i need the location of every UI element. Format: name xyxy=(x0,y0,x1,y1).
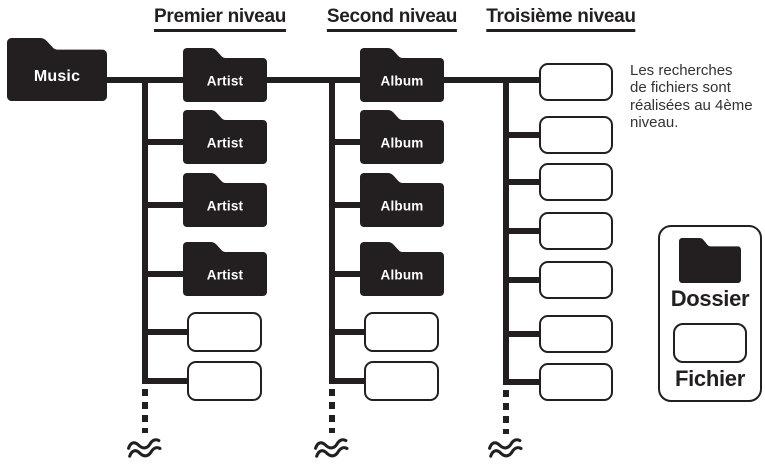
branch-line xyxy=(503,379,543,385)
folder-label: Artist xyxy=(206,267,244,283)
folder-label: Music xyxy=(33,68,81,86)
legend-box: Dossier Fichier xyxy=(658,225,762,402)
branch-line xyxy=(503,331,543,337)
note-line: niveau. xyxy=(630,114,679,132)
folder-icon xyxy=(360,110,444,164)
folder-node: Artist xyxy=(183,48,267,102)
continuation-dashed-line xyxy=(142,389,148,433)
folder-node: Artist xyxy=(183,242,267,296)
folder-label: Artist xyxy=(206,198,244,214)
folder-icon xyxy=(183,242,267,296)
note-line: de fichiers sont xyxy=(630,79,731,97)
folder-label: Artist xyxy=(206,135,244,151)
file-node xyxy=(539,363,613,401)
branch-line xyxy=(329,202,364,208)
branch-line xyxy=(142,202,187,208)
file-node xyxy=(539,116,613,154)
folder-label: Album xyxy=(380,267,424,283)
file-node xyxy=(539,261,613,299)
file-node xyxy=(187,312,262,352)
file-node xyxy=(187,361,262,401)
folder-icon xyxy=(7,38,107,101)
folder-icon xyxy=(360,242,444,296)
folder-icon xyxy=(183,110,267,164)
note-text: Les recherches de fichiers sont réalisée… xyxy=(630,62,753,132)
main-spine-line xyxy=(107,77,539,83)
trunk-line xyxy=(503,77,509,385)
break-wave-icon xyxy=(127,438,163,462)
branch-line xyxy=(329,378,368,384)
folder-icon xyxy=(679,238,741,283)
trunk-line xyxy=(329,77,335,384)
root-folder-node: Music xyxy=(7,38,107,101)
branch-line xyxy=(142,378,191,384)
trunk-line xyxy=(142,77,148,384)
branch-line xyxy=(503,228,543,234)
folder-node: Album xyxy=(360,242,444,296)
level-1-header: Premier niveau xyxy=(153,6,286,32)
break-wave-icon xyxy=(488,438,524,462)
branch-line xyxy=(142,271,187,277)
branch-line xyxy=(142,329,191,335)
folder-node: Album xyxy=(360,48,444,102)
folder-label: Album xyxy=(380,73,424,89)
legend-folder-label: Dossier xyxy=(670,286,750,311)
branch-line xyxy=(503,132,543,138)
file-node xyxy=(539,163,613,201)
file-node xyxy=(364,361,439,401)
branch-line xyxy=(329,329,368,335)
folder-node: Artist xyxy=(183,110,267,164)
level-2-header: Second niveau xyxy=(326,6,457,32)
branch-line xyxy=(503,277,543,283)
folder-icon xyxy=(360,48,444,102)
continuation-dashed-line xyxy=(329,389,335,433)
file-node xyxy=(539,212,613,250)
folder-icon xyxy=(183,173,267,227)
legend-file-label: Fichier xyxy=(674,366,746,391)
file-node xyxy=(539,63,613,101)
break-wave-icon xyxy=(314,438,350,462)
continuation-dashed-line xyxy=(503,390,509,434)
branch-line xyxy=(503,179,543,185)
branch-line xyxy=(142,139,187,145)
folder-node: Album xyxy=(360,173,444,227)
folder-label: Album xyxy=(380,135,424,151)
note-line: réalisées au 4ème xyxy=(630,96,753,114)
folder-label: Artist xyxy=(206,73,244,89)
folder-icon xyxy=(183,48,267,102)
branch-line xyxy=(329,271,364,277)
branch-line xyxy=(329,139,364,145)
note-line: Les recherches xyxy=(630,62,733,79)
file-node xyxy=(364,312,439,352)
folder-node: Album xyxy=(360,110,444,164)
file-icon xyxy=(673,323,747,363)
folder-icon xyxy=(360,173,444,227)
folder-label: Album xyxy=(380,198,424,214)
level-3-header: Troisième niveau xyxy=(486,6,636,32)
file-node xyxy=(539,315,613,353)
folder-node: Artist xyxy=(183,173,267,227)
